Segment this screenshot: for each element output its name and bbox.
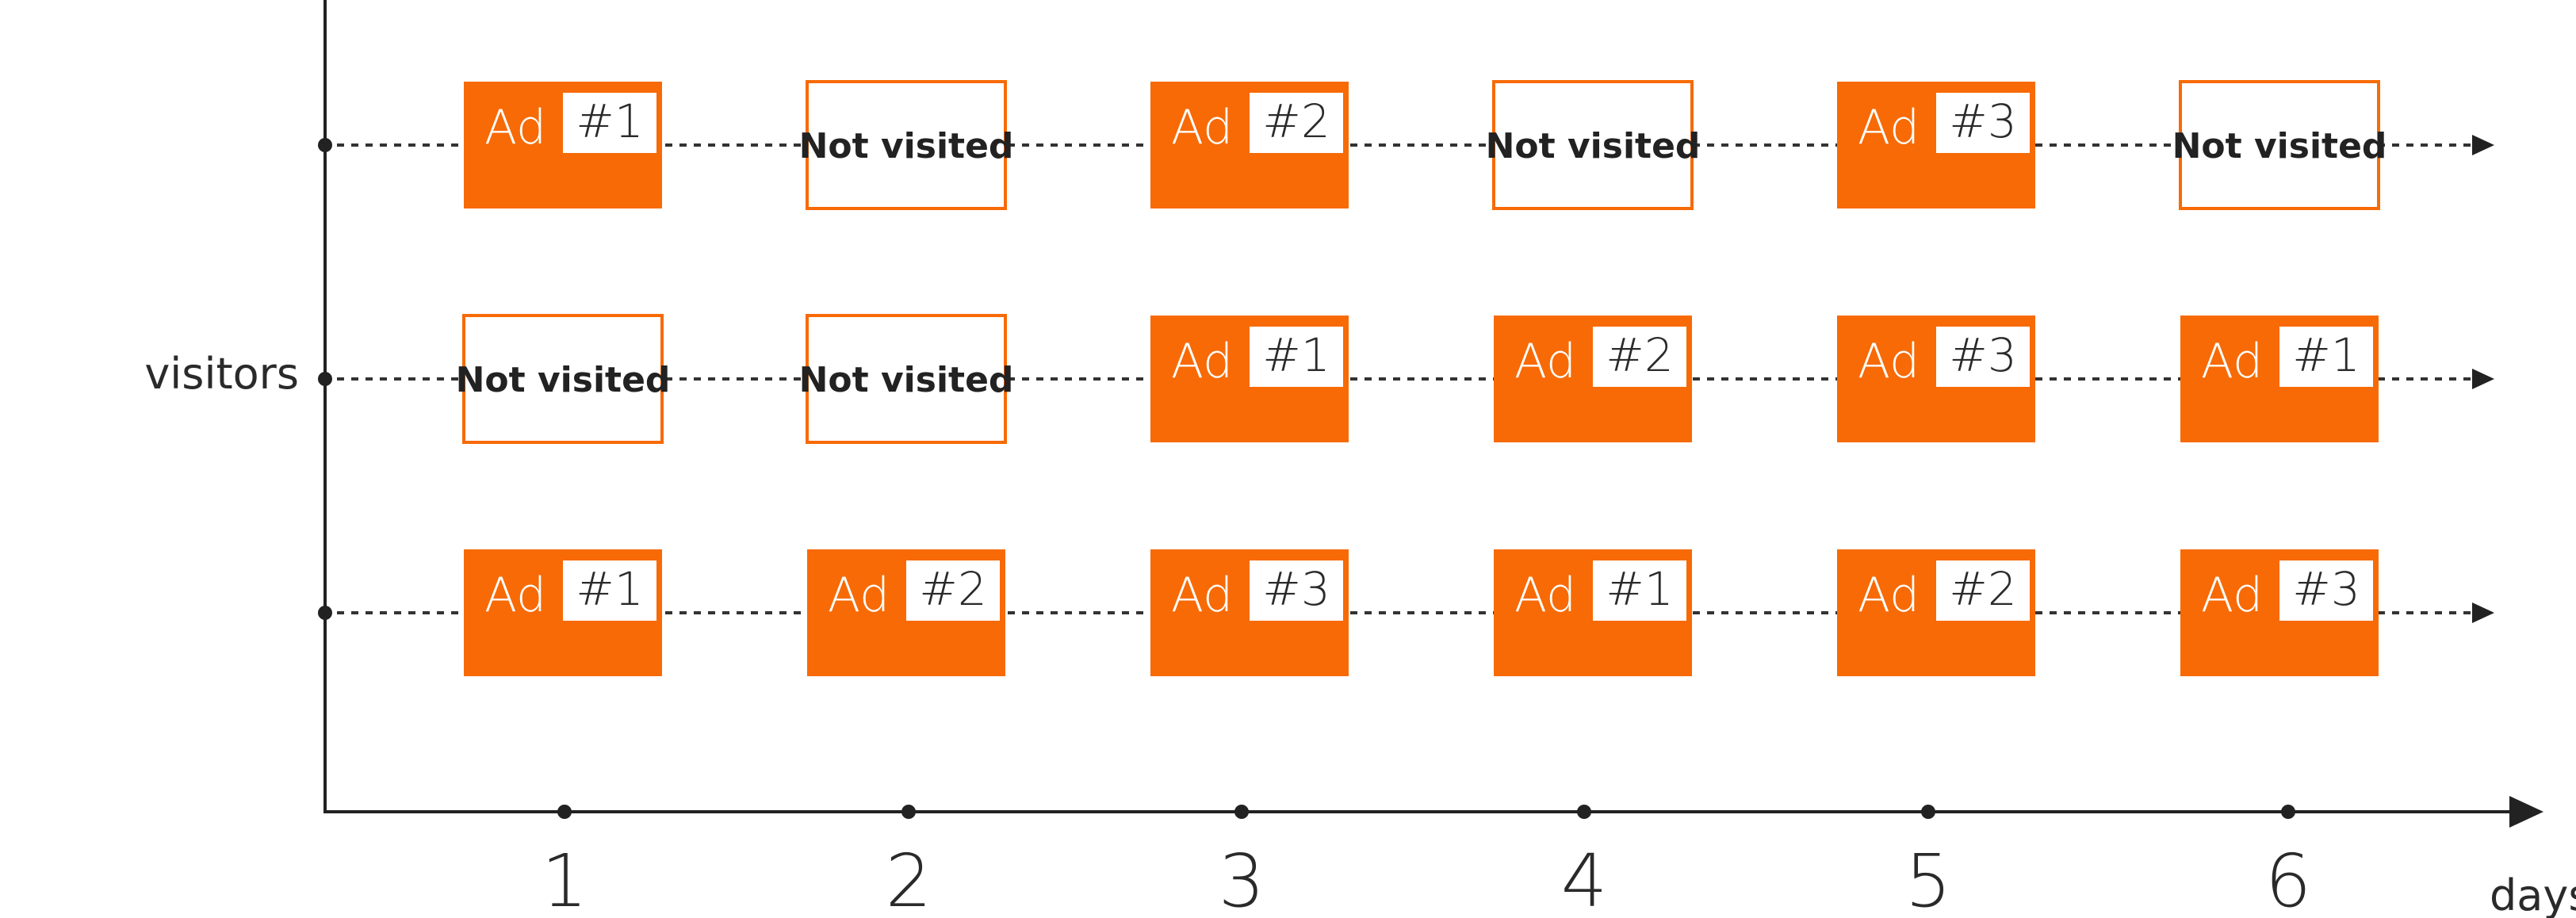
not-visited-label: Not visited: [456, 360, 671, 400]
ad-label: Ad: [828, 568, 890, 623]
ad-cell: Ad #3: [1150, 549, 1349, 676]
ad-label: Ad: [1171, 100, 1233, 155]
ad-label: Ad: [1858, 334, 1920, 389]
ad-number-box: [1936, 93, 2030, 153]
ad-number: #3: [2292, 562, 2360, 616]
y-axis-label: visitors: [144, 349, 299, 399]
x-tick-label: 2: [886, 839, 932, 918]
not-visited-box: [806, 80, 1007, 210]
not-visited-cell: Not visited: [2172, 80, 2387, 210]
ad-cell: Ad #1: [1150, 316, 1349, 442]
ad-number: #2: [1949, 562, 2017, 616]
not-visited-box: [2179, 80, 2380, 210]
x-tick-dot: [1577, 805, 1591, 819]
ad-label: Ad: [1514, 334, 1576, 389]
x-tick-dot: [557, 805, 572, 819]
ad-cell: Ad #1: [1494, 549, 1692, 676]
x-tick-label: 1: [542, 839, 588, 918]
ad-number: #3: [1949, 94, 2017, 148]
ad-number-box: [1593, 560, 1686, 621]
ad-number-box: [1936, 560, 2030, 621]
not-visited-cell: Not visited: [799, 80, 1014, 210]
ad-number: #1: [576, 562, 644, 616]
not-visited-cell: Not visited: [456, 314, 671, 444]
ad-cell: Ad #2: [1837, 549, 2035, 676]
row-arrowhead: [2472, 602, 2494, 623]
axes: [323, 0, 2543, 828]
ad-number-box: [1250, 327, 1343, 387]
not-visited-cell: Not visited: [799, 314, 1014, 444]
ad-cell: Ad #3: [1837, 316, 2035, 442]
not-visited-box: [1492, 80, 1694, 210]
ad-number-box: [563, 93, 656, 153]
x-tick-label: 5: [1905, 839, 1952, 918]
ad-number: #2: [919, 562, 987, 616]
ad-label: Ad: [484, 568, 546, 623]
not-visited-label: Not visited: [799, 360, 1014, 400]
ad-number: #1: [1606, 562, 1674, 616]
row-arrowhead: [2472, 369, 2494, 389]
ad-cell: Ad #2: [1150, 82, 1349, 208]
ad-cell: Ad #1: [464, 82, 662, 208]
ad-label: Ad: [1171, 568, 1233, 623]
ad-number-box: [1250, 560, 1343, 621]
ad-number-box: [2279, 327, 2373, 387]
x-tick-label: 3: [1219, 839, 1265, 918]
x-axis-ticks: 1 2 3 4 5 6: [542, 805, 2312, 918]
not-visited-box: [806, 314, 1007, 444]
not-visited-label: Not visited: [1486, 126, 1701, 166]
ad-label: Ad: [1858, 568, 1920, 623]
ad-number-box: [1593, 327, 1686, 387]
ad-number: #2: [1262, 94, 1330, 148]
ad-number: #1: [1262, 328, 1330, 382]
ad-cell: Ad #2: [1494, 316, 1692, 442]
x-tick-dot: [901, 805, 916, 819]
ad-number-box: [1936, 327, 2030, 387]
ad-cell: Ad #2: [807, 549, 1005, 676]
not-visited-label: Not visited: [799, 126, 1014, 166]
ad-label: Ad: [1514, 568, 1576, 623]
ad-label: Ad: [2201, 334, 2263, 389]
not-visited-box: [462, 314, 664, 444]
x-tick-dot: [1921, 805, 1935, 819]
not-visited-cell: Not visited: [1486, 80, 1701, 210]
ad-number-box: [2279, 560, 2373, 621]
ad-number-box: [906, 560, 1000, 621]
ad-number: #1: [576, 94, 644, 148]
ad-cell: Ad #1: [464, 549, 662, 676]
ad-cell: Ad #1: [2180, 316, 2379, 442]
x-tick-dot: [2281, 805, 2295, 819]
x-tick-label: 4: [1561, 839, 1608, 918]
ad-label: Ad: [2201, 568, 2263, 623]
x-axis-arrowhead: [2509, 796, 2543, 828]
ad-number: #2: [1606, 328, 1674, 382]
row-arrowhead: [2472, 135, 2494, 155]
x-tick-dot: [1234, 805, 1249, 819]
x-tick-label: 6: [2265, 839, 2312, 918]
ad-label: Ad: [1171, 334, 1233, 389]
ad-cell: Ad #3: [1837, 82, 2035, 208]
ad-label: Ad: [1858, 100, 1920, 155]
ad-cell: Ad #3: [2180, 549, 2379, 676]
not-visited-label: Not visited: [2172, 126, 2387, 166]
x-axis-label: days: [2490, 870, 2576, 918]
ad-number-box: [563, 560, 656, 621]
ad-number: #3: [1949, 328, 2017, 382]
ad-number-box: [1250, 93, 1343, 153]
ad-number: #1: [2292, 328, 2360, 382]
ad-number: #3: [1262, 562, 1330, 616]
ad-label: Ad: [484, 100, 546, 155]
